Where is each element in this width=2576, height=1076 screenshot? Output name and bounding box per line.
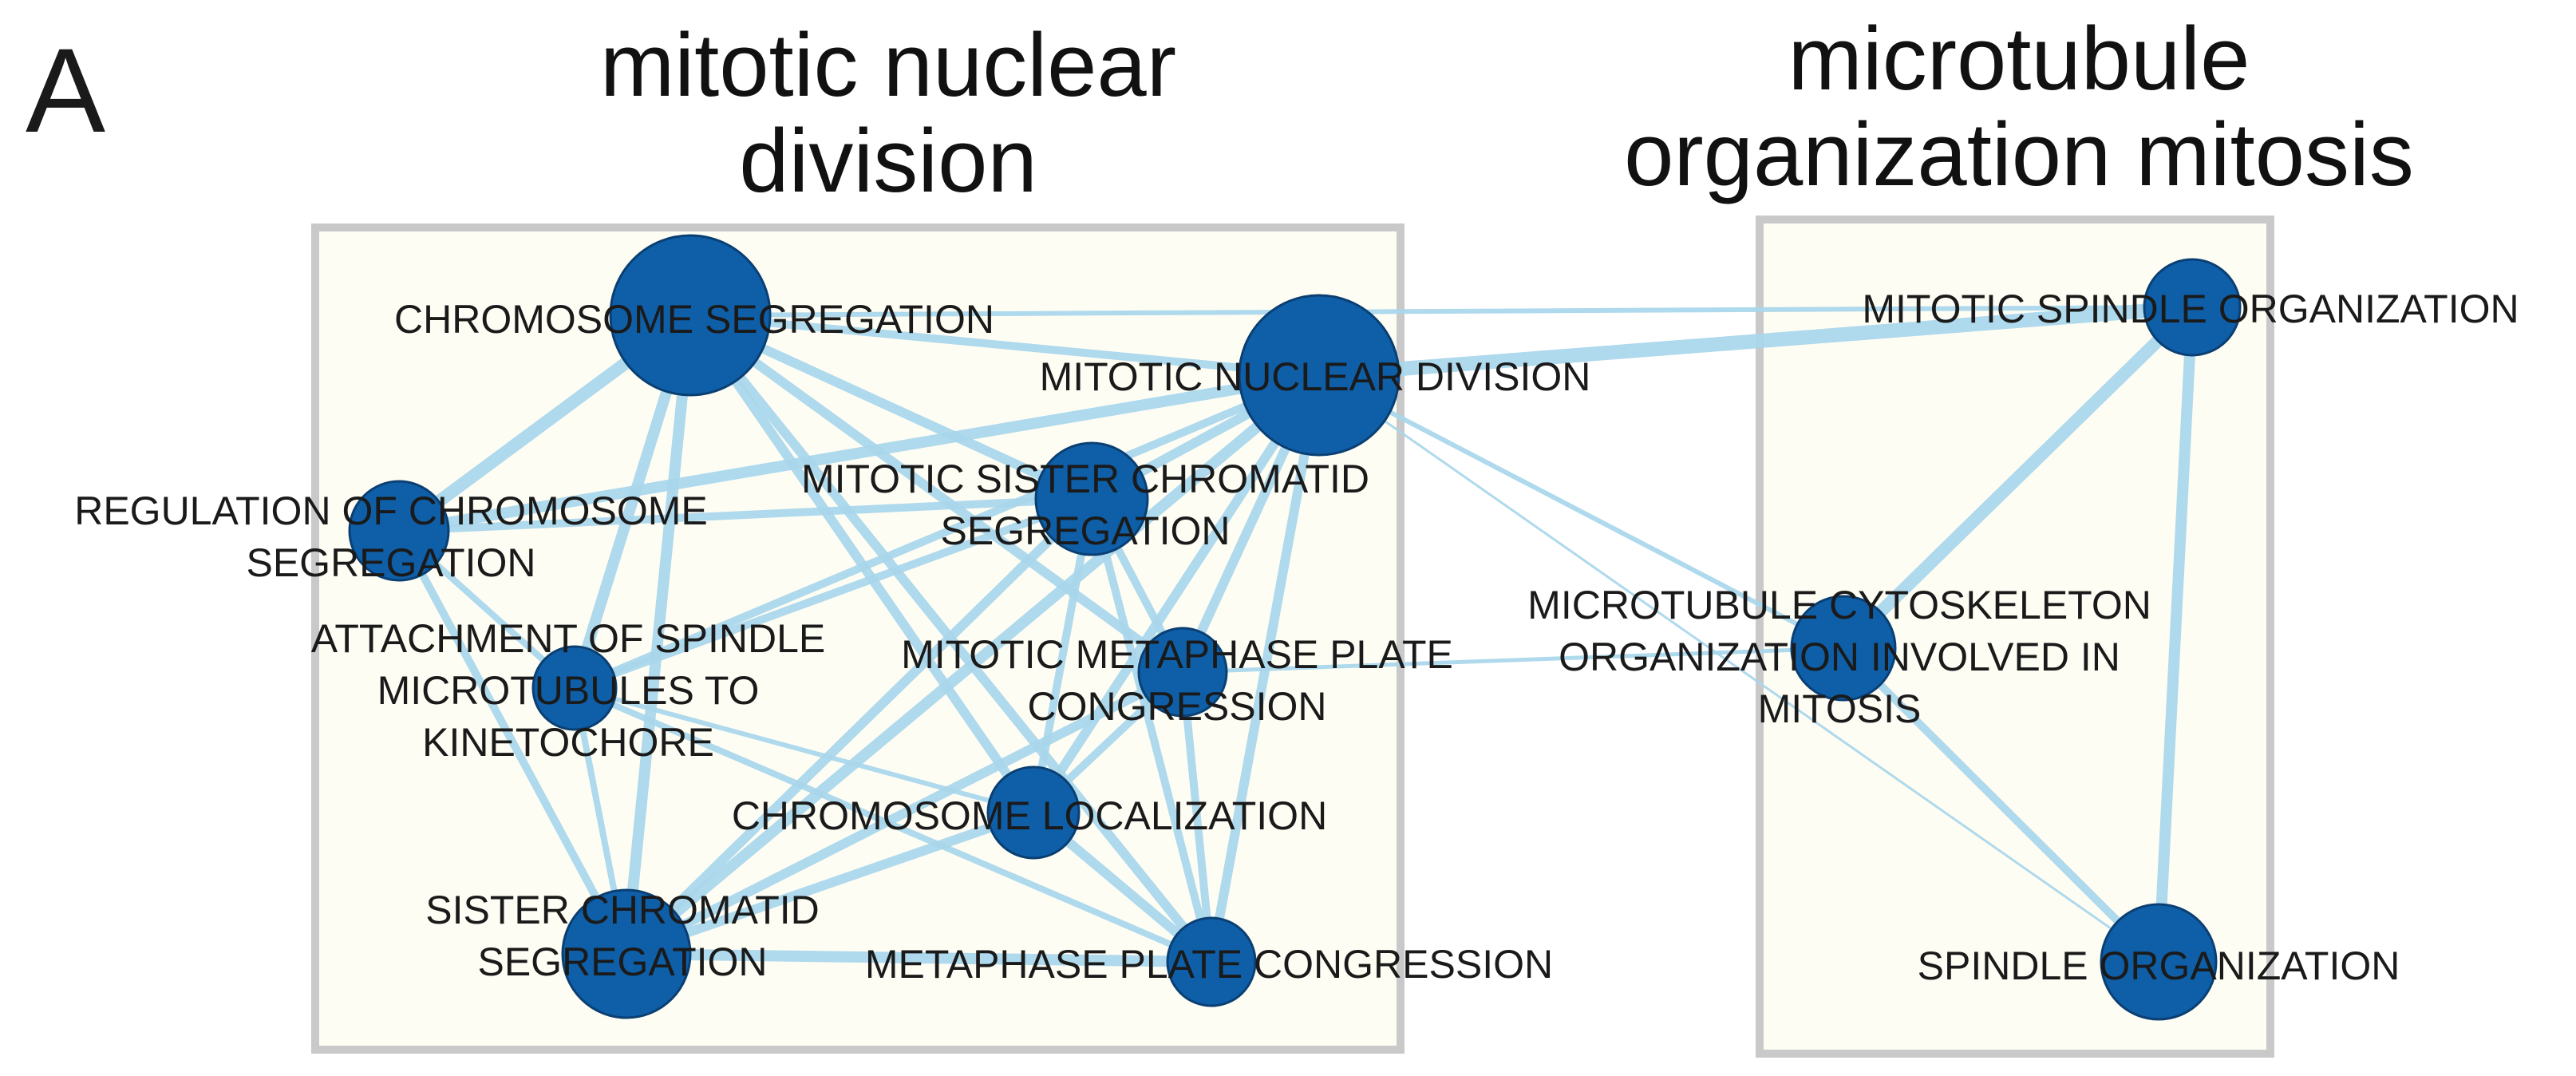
node-label-mitotic-metaphase-plate-congression: CONGRESSION (1027, 684, 1326, 729)
node-sister-chromatid-segregation[interactable] (561, 888, 692, 1019)
node-mitotic-sister-chromatid-segregation[interactable] (1034, 441, 1149, 556)
edge-mitotic-spindle-organization--spindle-organization (2153, 302, 2198, 967)
node-label-spindle-organization: SPINDLE ORGANIZATION (1918, 943, 2400, 988)
node-microtubule-cytoskeleton-organization[interactable] (1790, 595, 1897, 702)
node-label-regulation-of-chromosome-segregation: SEGREGATION (246, 540, 535, 585)
edge-regulation-of-chromosome-segregation--mitotic-sister-chromatid-segregation (395, 495, 1096, 535)
cluster-title-microtubule-organization-mitosis: organization mitosis (1624, 105, 2414, 204)
edge-chromosome-segregation--sister-chromatid-segregation (621, 310, 696, 959)
edge-mitotic-metaphase-plate-congression--sister-chromatid-segregation (622, 667, 1187, 959)
edge-mitotic-metaphase-plate-congression--metaphase-plate-congression (1179, 668, 1215, 966)
node-labels: CHROMOSOME SEGREGATION MITOTIC NUCLEAR DI… (74, 287, 2519, 988)
edge-mitotic-spindle-organization--microtubule-cytoskeleton-organization (1837, 301, 2199, 655)
edge-chromosome-localization--sister-chromatid-segregation (622, 808, 1038, 959)
node-spindle-organization[interactable] (2100, 903, 2218, 1021)
node-attachment-of-spindle-microtubules[interactable] (531, 645, 618, 731)
cluster-title-mitotic-nuclear-division: mitotic nuclear (600, 15, 1176, 115)
node-label-chromosome-localization: CHROMOSOME LOCALIZATION (732, 793, 1327, 838)
node-chromosome-localization[interactable] (986, 765, 1081, 860)
edge-mitotic-metaphase-plate-congression--microtubule-cytoskeleton-organization (1180, 646, 1846, 674)
node-label-mitotic-spindle-organization: MITOTIC SPINDLE ORGANIZATION (1862, 287, 2519, 331)
cluster-title-microtubule-organization-mitosis: microtubule (1788, 9, 2250, 109)
node-label-regulation-of-chromosome-segregation: REGULATION OF CHROMOSOME (74, 489, 708, 533)
edge-sister-chromatid-segregation--metaphase-plate-congression (621, 948, 1217, 967)
edge-attachment-of-spindle-microtubules--metaphase-plate-congression (571, 685, 1215, 965)
edge-attachment-of-spindle-microtubules--chromosome-localization (572, 686, 1036, 815)
node-label-sister-chromatid-segregation: SEGREGATION (477, 940, 767, 984)
node-metaphase-plate-congression[interactable] (1166, 916, 1257, 1007)
cluster-title-mitotic-nuclear-division: division (739, 111, 1037, 211)
node-label-attachment-of-spindle-microtubules: MICROTUBULES TO (377, 668, 760, 713)
edge-mitotic-nuclear-division--chromosome-localization (1029, 370, 1324, 817)
node-label-attachment-of-spindle-microtubules: ATTACHMENT OF SPINDLE (311, 616, 826, 661)
edge-mitotic-nuclear-division--spindle-organization (1318, 374, 2160, 963)
nodes (348, 234, 2242, 1021)
node-label-microtubule-cytoskeleton-organization: ORGANIZATION INVOLVED IN (1559, 635, 2120, 679)
edge-microtubule-cytoskeleton-organization--spindle-organization (1839, 644, 2163, 966)
node-chromosome-segregation[interactable] (609, 234, 772, 397)
node-label-mitotic-sister-chromatid-segregation: SEGREGATION (940, 508, 1230, 553)
edge-mitotic-sister-chromatid-segregation--metaphase-plate-congression (1088, 495, 1215, 966)
node-label-microtubule-cytoskeleton-organization: MICROTUBULE CYTOSKELETON (1527, 583, 2151, 627)
panel-letter: A (26, 23, 105, 157)
edge-regulation-of-chromosome-segregation--sister-chromatid-segregation (395, 527, 630, 958)
node-label-attachment-of-spindle-microtubules: KINETOCHORE (422, 720, 714, 765)
edge-chromosome-segregation--mitotic-nuclear-division (686, 311, 1323, 379)
edge-mitotic-nuclear-division--sister-chromatid-segregation (621, 370, 1325, 959)
edge-chromosome-segregation--mitotic-metaphase-plate-congression (685, 311, 1187, 677)
edge-mitotic-nuclear-division--mitotic-spindle-organization (1312, 300, 2199, 382)
node-label-chromosome-segregation: CHROMOSOME SEGREGATION (394, 297, 994, 342)
edge-chromosome-segregation--mitotic-spindle-organization (688, 305, 2195, 318)
node-label-metaphase-plate-congression: METAPHASE PLATE CONGRESSION (865, 942, 1553, 987)
node-label-microtubule-cytoskeleton-organization: MITOSIS (1758, 686, 1922, 731)
edge-mitotic-nuclear-division--regulation-of-chromosome-segregation (393, 370, 1325, 536)
node-label-sister-chromatid-segregation: SISTER CHROMATID (425, 888, 820, 932)
node-mitotic-spindle-organization[interactable] (2143, 258, 2242, 357)
node-label-mitotic-metaphase-plate-congression: MITOTIC METAPHASE PLATE (901, 632, 1453, 677)
node-label-mitotic-nuclear-division: MITOTIC NUCLEAR DIVISION (1040, 354, 1591, 399)
node-regulation-of-chromosome-segregation[interactable] (348, 480, 450, 582)
edge-mitotic-sister-chromatid-segregation--sister-chromatid-segregation (622, 494, 1096, 959)
node-mitotic-nuclear-division[interactable] (1238, 294, 1401, 457)
edge-mitotic-sister-chromatid-segregation--attachment-of-spindle-microtubules (571, 495, 1096, 692)
edge-mitotic-nuclear-division--microtubule-cytoskeleton-organization (1317, 373, 1846, 651)
node-label-mitotic-sister-chromatid-segregation: MITOTIC SISTER CHROMATID (801, 457, 1369, 501)
edge-mitotic-nuclear-division--attachment-of-spindle-microtubules (571, 371, 1323, 692)
node-mitotic-metaphase-plate-congression[interactable] (1137, 627, 1228, 718)
